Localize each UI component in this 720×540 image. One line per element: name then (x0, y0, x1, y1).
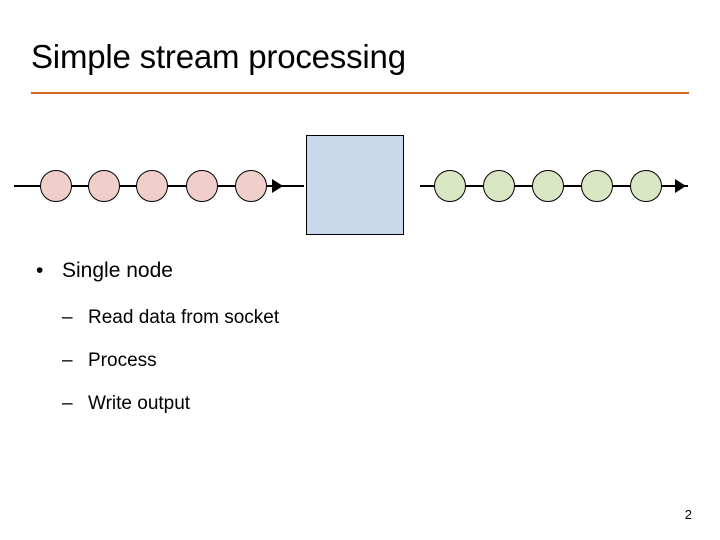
dash-marker: – (62, 393, 73, 414)
input-node-1 (40, 170, 72, 202)
output-node-5 (630, 170, 662, 202)
output-node-3 (532, 170, 564, 202)
input-node-2 (88, 170, 120, 202)
output-node-1 (434, 170, 466, 202)
input-node-4 (186, 170, 218, 202)
bullet-process: – Process (0, 349, 720, 373)
bullet-write-output-label: Write output (88, 393, 191, 414)
page-number: 2 (684, 507, 692, 522)
dash-marker: – (62, 350, 73, 371)
stream-processing-diagram (0, 120, 720, 250)
bullet-write-output: – Write output (0, 392, 720, 416)
input-stream-arrowhead (272, 179, 283, 193)
bullet-single-node: • Single node (0, 258, 720, 284)
dash-marker: – (62, 307, 73, 328)
bullet-read-data: – Read data from socket (0, 306, 720, 330)
bullet-read-data-label: Read data from socket (88, 307, 280, 328)
page-title: Simple stream processing (31, 38, 406, 75)
title-divider (31, 92, 689, 94)
bullet-list: • Single node – Read data from socket – … (0, 258, 720, 435)
output-node-2 (483, 170, 515, 202)
processing-box (306, 135, 404, 235)
output-node-4 (581, 170, 613, 202)
bullet-process-label: Process (88, 350, 157, 371)
bullet-single-node-label: Single node (62, 259, 173, 282)
bullet-marker: • (36, 259, 44, 282)
input-node-5 (235, 170, 267, 202)
output-stream-arrowhead (675, 179, 686, 193)
input-node-3 (136, 170, 168, 202)
